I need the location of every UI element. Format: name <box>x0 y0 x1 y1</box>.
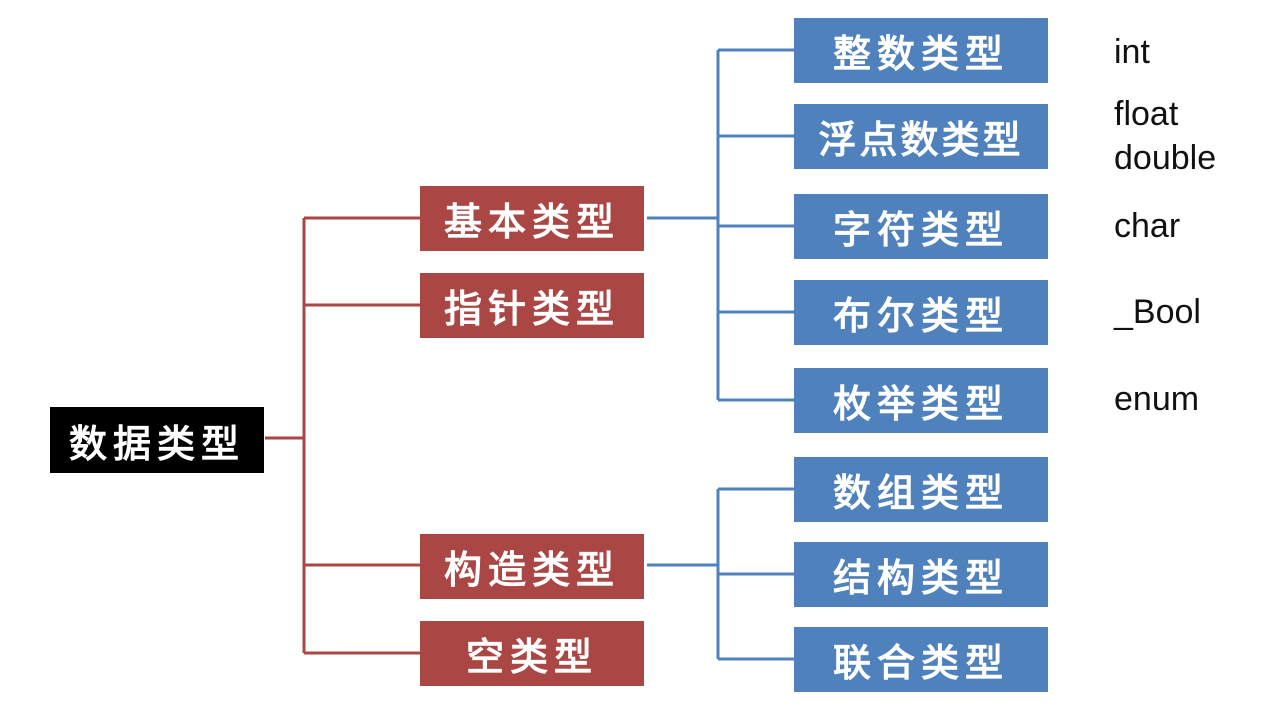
node-union-type: 联合类型 <box>794 627 1048 692</box>
node-integer-types: 整数类型 <box>794 18 1048 83</box>
connector-construct-to-children <box>647 487 794 661</box>
node-floating-types: 浮点数类型 <box>794 104 1048 169</box>
keyword-char: char <box>1114 207 1181 245</box>
keyword-enum: enum <box>1114 380 1200 418</box>
node-enum-type: 枚举类型 <box>794 368 1048 433</box>
keyword-float: float <box>1114 95 1179 133</box>
node-constructed-types: 构造类型 <box>420 534 644 599</box>
node-bool-type: 布尔类型 <box>794 280 1048 345</box>
keyword-int: int <box>1114 33 1150 71</box>
connector-basic-to-children <box>647 48 794 402</box>
node-array-type: 数组类型 <box>794 457 1048 522</box>
node-char-type: 字符类型 <box>794 194 1048 259</box>
keyword-double: double <box>1114 139 1217 177</box>
node-basic-types: 基本类型 <box>420 186 644 251</box>
node-struct-type: 结构类型 <box>794 542 1048 607</box>
root-node-data-types: 数据类型 <box>50 407 264 473</box>
keyword-bool: _Bool <box>1114 293 1201 331</box>
node-void-type: 空类型 <box>420 621 644 686</box>
node-pointer-types: 指针类型 <box>420 273 644 338</box>
connector-root-to-level1 <box>265 216 420 655</box>
